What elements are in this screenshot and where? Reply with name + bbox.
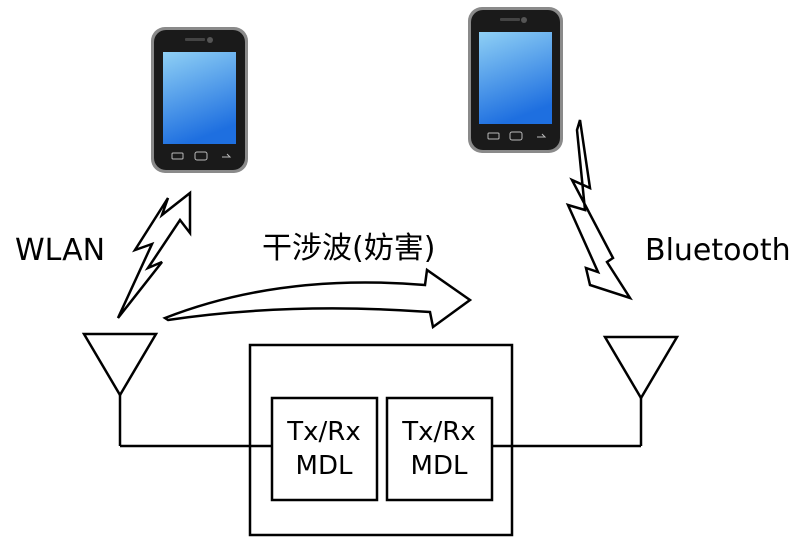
smartphone-icon-left: [151, 27, 248, 173]
interference-label: 干涉波(妨害): [262, 231, 435, 266]
bluetooth-label: Bluetooth: [645, 233, 791, 268]
module-box-1: [270, 396, 379, 502]
curved-arrow-icon: [162, 267, 473, 330]
module-1-line1: Tx/Rx: [286, 417, 360, 447]
module-2-line1: Tx/Rx: [401, 417, 475, 447]
module-2-line2: MDL: [411, 451, 468, 481]
module-1-line2: MDL: [296, 451, 353, 481]
device-enclosure: [248, 343, 514, 537]
antenna-icon-left: [81, 332, 159, 446]
antenna-icon-right: [602, 335, 680, 446]
lightning-bolt-icon-right: [565, 119, 633, 301]
lightning-bolt-icon-left: [116, 190, 192, 319]
wlan-label: WLAN: [15, 233, 105, 268]
module-box-2: [385, 396, 494, 502]
smartphone-icon-right: [468, 7, 563, 153]
